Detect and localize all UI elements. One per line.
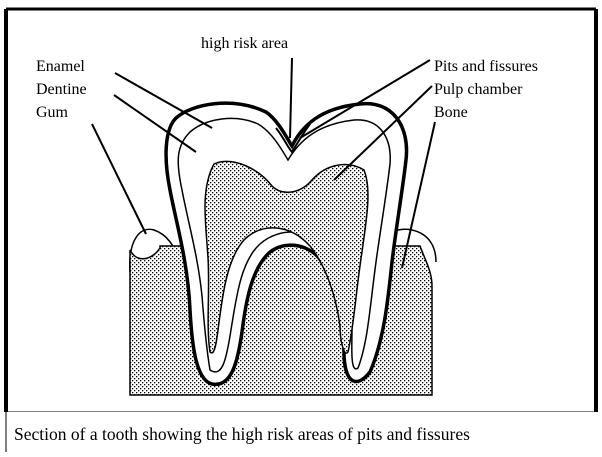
leader-high-risk — [290, 58, 292, 138]
caption: Section of a tooth showing the high risk… — [14, 424, 470, 444]
label-pits-and-fissures: Pits and fissures — [434, 58, 538, 75]
label-pulp-chamber: Pulp chamber — [434, 81, 523, 98]
label-dentine: Dentine — [36, 81, 87, 98]
label-bone: Bone — [434, 104, 468, 121]
label-enamel: Enamel — [36, 58, 85, 75]
leader-gum — [92, 124, 146, 234]
label-gum: Gum — [36, 104, 69, 121]
label-high-risk-area: high risk area — [201, 35, 288, 52]
top-heading-partial-mask — [0, 0, 602, 14]
leader-enamel — [115, 73, 212, 128]
